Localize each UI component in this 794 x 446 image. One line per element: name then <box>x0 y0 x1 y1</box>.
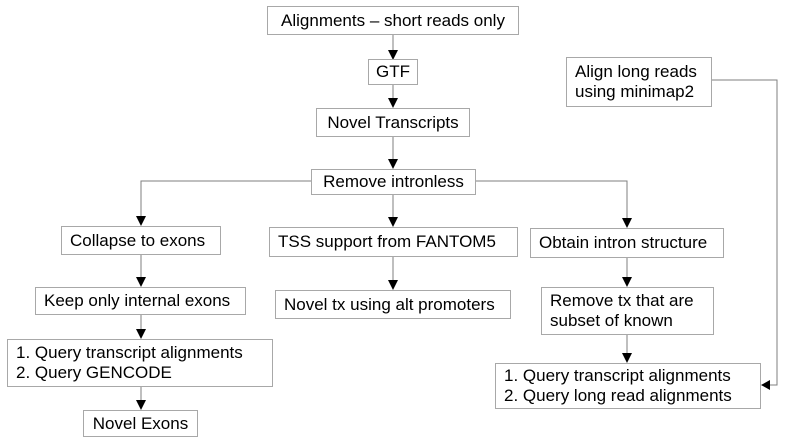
arrowhead-novel-tx <box>388 280 398 290</box>
node-remove-intronless: Remove intronless <box>311 169 476 195</box>
node-label: Obtain intron structure <box>539 233 708 252</box>
arrowhead-query-left <box>136 329 146 339</box>
node-label-line-2: 2. Query GENCODE <box>16 363 172 382</box>
node-novel-tx-alt-promoters: Novel tx using alt promoters <box>275 290 511 319</box>
node-gtf: GTF <box>368 59 418 85</box>
edge-remove-intronless-to-collapse <box>140 180 311 218</box>
edge-remove-intronless-to-intron <box>476 180 628 220</box>
node-keep-internal-exons: Keep only internal exons <box>35 287 246 315</box>
node-label-line-2: using minimap2 <box>575 82 695 101</box>
node-query-left: 1. Query transcript alignments 2. Query … <box>7 339 273 387</box>
node-label: Remove intronless <box>323 172 464 191</box>
arrowhead-remove-subset <box>622 277 632 287</box>
arrowhead-tss <box>388 217 398 227</box>
node-alignments-short-reads: Alignments – short reads only <box>267 6 519 35</box>
node-remove-subset: Remove tx that are subset of known <box>541 287 714 335</box>
node-align-long-reads: Align long reads using minimap2 <box>566 57 712 107</box>
node-novel-exons: Novel Exons <box>83 410 198 437</box>
node-label: Keep only internal exons <box>44 291 231 310</box>
node-label-line-1: 1. Query transcript alignments <box>504 366 731 385</box>
node-novel-transcripts: Novel Transcripts <box>316 108 470 137</box>
node-obtain-intron-structure: Obtain intron structure <box>530 228 724 258</box>
arrowhead-keep <box>136 277 146 287</box>
arrowhead-query-right <box>622 353 632 363</box>
arrowhead-remove-intronless <box>388 159 398 169</box>
arrowhead-novel-transcripts <box>388 98 398 108</box>
arrowhead-intron <box>622 218 632 228</box>
node-label: Novel Exons <box>92 413 189 433</box>
arrowhead-collapse <box>136 216 146 226</box>
node-query-right: 1. Query transcript alignments 2. Query … <box>495 363 761 409</box>
node-label-line-1: Align long reads <box>575 62 697 81</box>
edge-align-long-to-query-right <box>712 79 778 386</box>
node-label: Alignments – short reads only <box>281 10 505 30</box>
node-label: TSS support from FANTOM5 <box>278 232 496 251</box>
node-label: Collapse to exons <box>70 230 206 250</box>
arrowhead-query-right-side <box>761 380 770 390</box>
node-label: GTF <box>376 62 410 81</box>
node-label-line-1: 1. Query transcript alignments <box>16 343 243 362</box>
node-label-line-2: subset of known <box>550 311 673 330</box>
node-label-line-1: Remove tx that are <box>550 291 694 310</box>
arrowhead-gtf <box>388 50 398 60</box>
node-tss-support: TSS support from FANTOM5 <box>269 227 518 257</box>
node-label: Novel Transcripts <box>327 112 459 132</box>
node-label-line-2: 2. Query long read alignments <box>504 386 732 405</box>
node-label: Novel tx using alt promoters <box>284 294 495 314</box>
node-collapse-to-exons: Collapse to exons <box>61 226 221 255</box>
arrowhead-novel-exons <box>136 400 146 410</box>
